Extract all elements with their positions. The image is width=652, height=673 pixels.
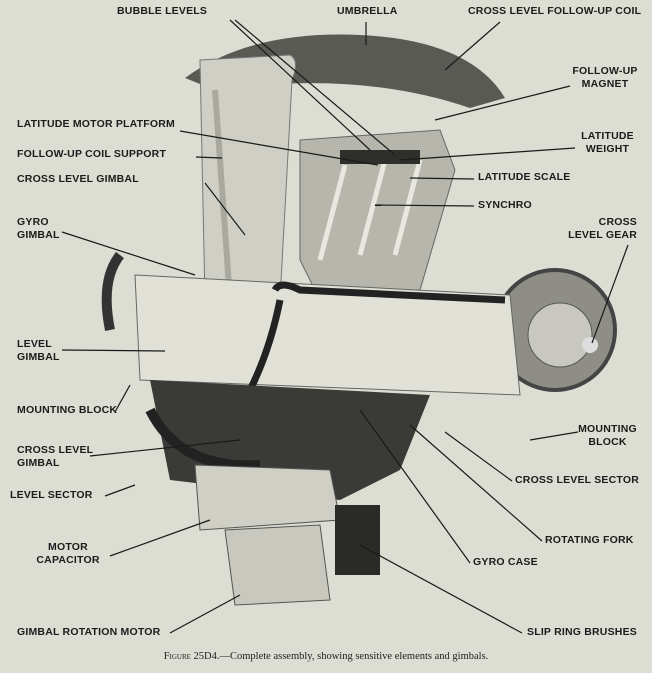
label-cross-level-gimbal-top: CROSS LEVEL GIMBAL [17,173,139,185]
label-line: FOLLOW-UP [572,65,638,77]
label-line: MAGNET [581,78,629,90]
label-line: GIMBAL [17,457,60,469]
label-umbrella: UMBRELLA [337,5,398,17]
label-line: MOUNTING [578,423,637,435]
label-latitude-motor-platform: LATITUDE MOTOR PLATFORM [17,118,175,130]
label-line: GYRO [17,216,49,228]
label-bubble-levels: BUBBLE LEVELS [117,5,208,17]
label-gimbal-rotation-motor: GIMBAL ROTATION MOTOR [17,626,161,638]
leader-lines [61,19,629,634]
label-level-sector: LEVEL SECTOR [10,489,93,501]
label-cross-level-sector: CROSS LEVEL SECTOR [515,474,639,486]
figure-number: Figure 25D4. [163,651,220,662]
label-follow-up-coil-support: FOLLOW-UP COIL SUPPORT [17,148,167,160]
label-line: CROSS LEVEL [17,444,94,456]
label-gyro-case: GYRO CASE [473,556,538,568]
label-rotating-fork: ROTATING FORK [545,534,634,546]
label-line: CAPACITOR [36,554,100,566]
label-line: LEVEL GEAR [568,229,637,241]
label-latitude-scale: LATITUDE SCALE [478,171,571,183]
label-synchro: SYNCHRO [478,199,532,211]
label-line: WEIGHT [585,143,630,155]
caption-text: —Complete assembly, showing sensitive el… [219,651,489,662]
label-line: GIMBAL [17,351,60,363]
gimbal-rotation-motor-shape [224,524,331,606]
label-slip-ring-brushes: SLIP RING BRUSHES [527,626,637,638]
level-gimbal-shape [134,274,521,396]
label-line: MOTOR [48,541,88,553]
figure-caption: Figure 25D4.—Complete assembly, showing … [0,651,652,662]
label-cross-level-follow-up-coil: CROSS LEVEL FOLLOW-UP COIL [468,5,642,17]
label-line: LATITUDE [581,130,634,142]
label-mounting-block-left: MOUNTING BLOCK [17,404,118,416]
label-line: BLOCK [588,436,627,448]
motor-capacitor-shape [194,464,341,531]
label-line: CROSS [598,216,637,228]
label-line: LEVEL [17,338,52,350]
label-line: GIMBAL [17,229,60,241]
